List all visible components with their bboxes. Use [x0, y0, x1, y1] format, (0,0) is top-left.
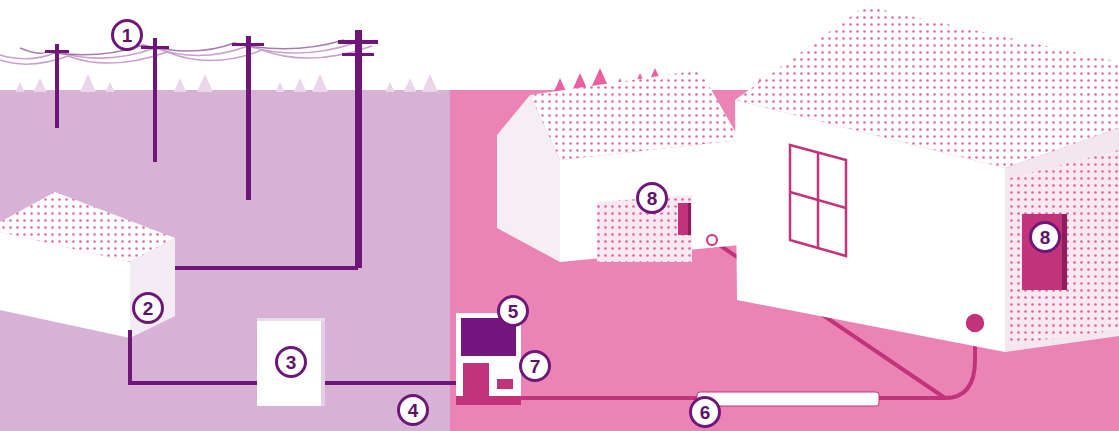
house-building [1062, 214, 1067, 290]
tree-icon [197, 74, 213, 92]
house-building [790, 192, 846, 208]
underground-conduit [697, 392, 879, 406]
garage-building [688, 203, 691, 235]
service-panel [497, 379, 513, 389]
power-lines [20, 40, 344, 55]
utility-poles [338, 40, 378, 44]
house-building [965, 313, 985, 333]
callout-number: 8 [636, 182, 668, 214]
house-building [735, 100, 1005, 352]
meter-cabinet [257, 318, 325, 321]
meter-cabinet [257, 318, 325, 406]
house-building [790, 145, 846, 256]
tree-icon [80, 74, 96, 92]
house-building [1022, 214, 1066, 290]
garage-building [707, 235, 717, 245]
callout-number: 8 [1029, 221, 1061, 253]
utility-poles [55, 44, 59, 128]
callout-number: 2 [132, 292, 164, 324]
utility-ground [0, 90, 450, 431]
service-panel [463, 363, 489, 397]
service-panel [456, 396, 521, 405]
underground-conduit [697, 392, 879, 406]
utility-poles [246, 36, 251, 200]
barn-building [0, 232, 130, 338]
meter-cabinet [257, 318, 325, 406]
tree-icon [422, 74, 438, 92]
callout-number: 1 [111, 19, 143, 51]
tree-icon [106, 82, 115, 92]
tree-icon [174, 78, 187, 92]
utility-poles [342, 53, 374, 56]
utility-poles [355, 30, 362, 268]
meter-cabinet [321, 318, 325, 406]
tree-icon [386, 82, 395, 92]
garage-building [560, 140, 740, 262]
callout-number: 3 [275, 346, 307, 378]
tree-icon [554, 78, 567, 92]
house-building [1010, 150, 1119, 344]
utility-poles [153, 38, 157, 162]
garage-building [497, 95, 560, 262]
utility-poles [45, 50, 69, 53]
garage-building [678, 203, 691, 235]
tree-icon [294, 78, 307, 92]
house-building [735, 6, 1119, 352]
barn-building [0, 192, 175, 338]
tree-icon [404, 78, 417, 92]
utility-wires [322, 381, 457, 385]
utility-poles [141, 46, 169, 49]
tree-icon [312, 74, 328, 92]
barn-building [130, 238, 175, 338]
customer-wires [520, 396, 698, 400]
callout-number: 5 [497, 295, 529, 327]
tree-icon [16, 82, 25, 92]
callout-number: 6 [689, 396, 721, 428]
utility-poles [232, 43, 264, 46]
garage-building [497, 70, 740, 262]
tree-icon [34, 78, 47, 92]
utility-wires [130, 330, 258, 383]
tree-icon [276, 82, 285, 92]
house-building [1005, 128, 1119, 352]
utility-wires [175, 266, 358, 270]
callout-number: 4 [397, 394, 429, 426]
callout-number: 7 [519, 350, 551, 382]
